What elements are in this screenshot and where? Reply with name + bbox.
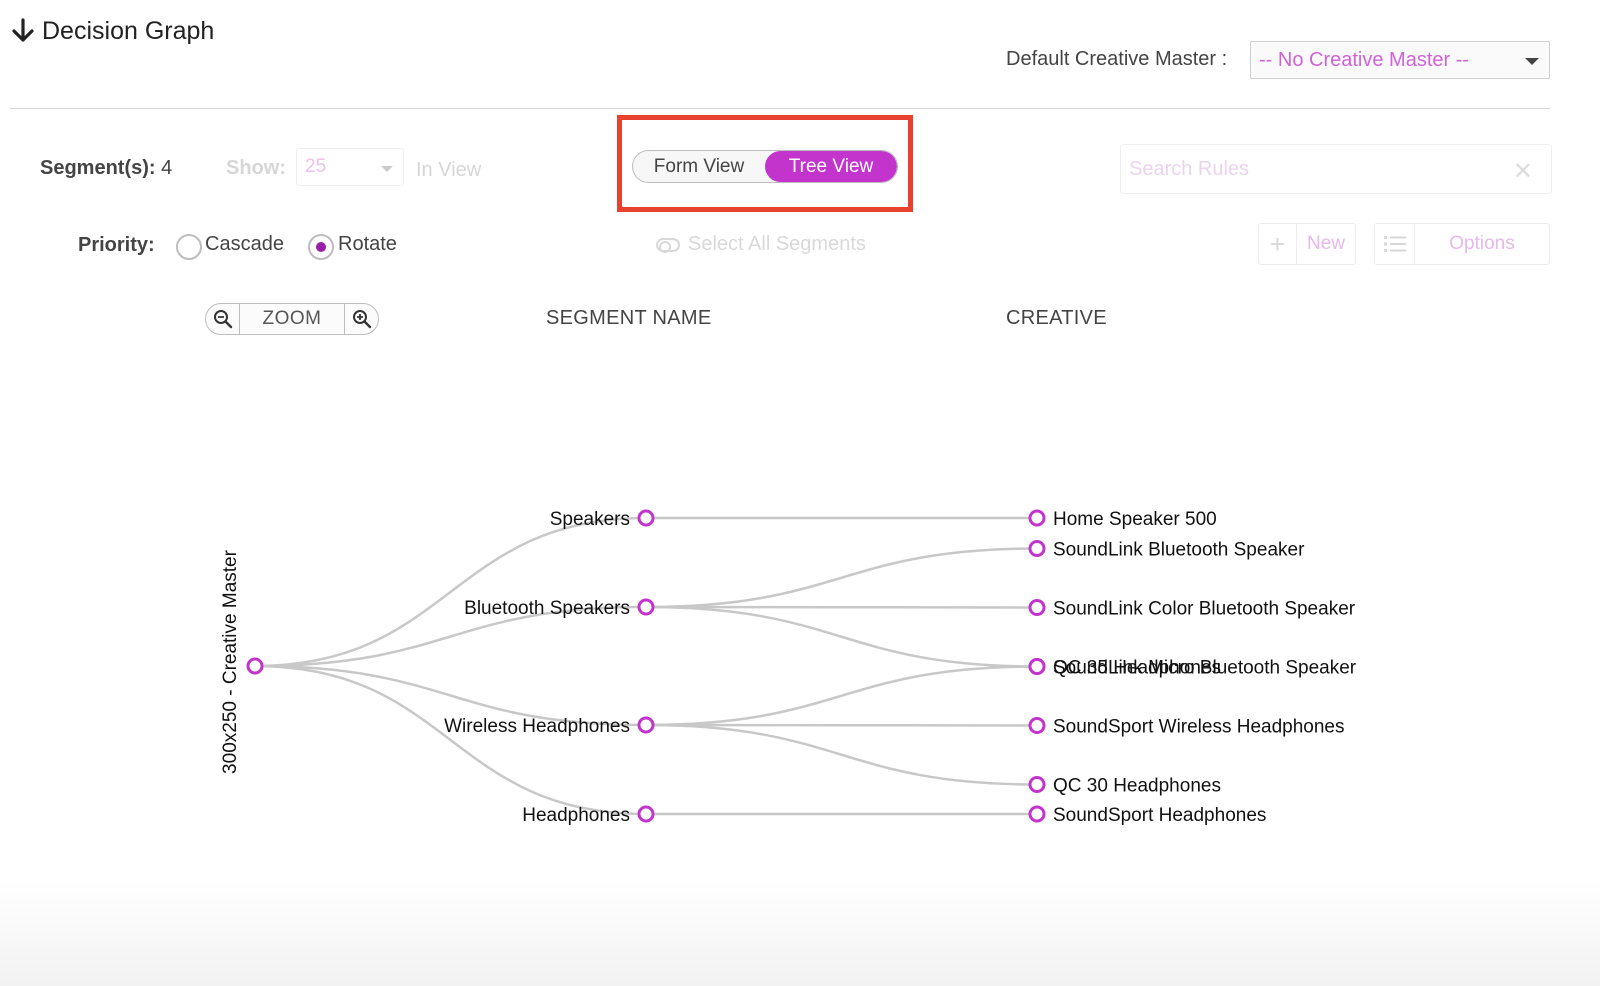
show-count-select[interactable]: 25 [296, 148, 404, 186]
rotate-radio[interactable] [308, 234, 334, 260]
toggle-icon [656, 237, 680, 253]
page-title-text: Decision Graph [42, 16, 215, 45]
select-all-segments-toggle[interactable]: Select All Segments [656, 233, 866, 256]
creative-label[interactable]: SoundSport Wireless Headphones [1053, 717, 1345, 738]
creative-label[interactable]: SoundSport Headphones [1053, 805, 1266, 826]
plus-icon: + [1259, 224, 1297, 264]
header-divider [10, 108, 1550, 109]
form-view-button[interactable]: Form View [653, 155, 745, 177]
tree-link [254, 605, 647, 668]
tree-link [645, 605, 1038, 668]
show-label: Show: [226, 157, 286, 179]
search-rules-placeholder: Search Rules [1129, 157, 1250, 180]
root-label: 300x250 - Creative Master [220, 549, 241, 774]
creative-label[interactable]: SoundLink Micro Bluetooth Speaker [1053, 658, 1357, 679]
creative-node[interactable] [1028, 658, 1046, 675]
creative-label[interactable]: SoundLink Color Bluetooth Speaker [1053, 599, 1356, 620]
page-title[interactable]: Decision Graph [10, 14, 214, 48]
chevron-down-icon [381, 166, 393, 172]
chevron-down-icon [1525, 58, 1539, 65]
options-button[interactable]: Options [1374, 223, 1550, 265]
segment-node[interactable] [637, 509, 655, 527]
creative-label[interactable]: QC 30 Headphones [1053, 776, 1221, 797]
creative-node[interactable] [1028, 599, 1046, 616]
options-button-label: Options [1449, 233, 1515, 254]
tree-link [645, 605, 1038, 609]
segment-count-label: Segment(s): [40, 157, 156, 179]
bottom-fade [0, 880, 1600, 986]
cascade-radio[interactable] [176, 234, 202, 260]
zoom-in-icon[interactable] [344, 304, 378, 334]
segment-label[interactable]: Wireless Headphones [444, 716, 630, 737]
tree-link [645, 547, 1038, 609]
zoom-label: ZOOM [262, 308, 322, 329]
show-count-value: 25 [305, 156, 327, 177]
tree-link [254, 664, 647, 727]
creative-label[interactable]: SoundLink Bluetooth Speaker [1053, 540, 1305, 561]
creative-label[interactable]: QC 35 Headphones [1053, 658, 1221, 679]
new-button[interactable]: + New [1258, 223, 1356, 265]
priority-label: Priority: [78, 234, 155, 256]
creative-node[interactable] [1028, 540, 1046, 557]
default-creative-master-label: Default Creative Master : [1006, 48, 1228, 70]
tree-links [254, 516, 1038, 816]
segment-label[interactable]: Headphones [522, 805, 630, 826]
segment-node[interactable] [637, 805, 655, 823]
in-view-label: In View [416, 159, 482, 181]
segment-node[interactable] [637, 598, 655, 616]
creative-node[interactable] [1028, 776, 1046, 793]
creative-label[interactable]: Home Speaker 500 [1053, 509, 1217, 530]
segment-label[interactable]: Bluetooth Speakers [464, 598, 630, 619]
list-icon [1375, 224, 1415, 264]
segment-count: Segment(s): 4 [40, 157, 172, 180]
zoom-out-icon[interactable] [206, 304, 240, 334]
zoom-control: ZOOM [205, 303, 379, 335]
tree-link [645, 723, 1038, 786]
creative-node[interactable] [1028, 717, 1046, 734]
tree-link [645, 723, 1038, 727]
view-toggle[interactable]: Form View Tree View [632, 150, 898, 183]
tree-link [254, 664, 647, 816]
tree-link [254, 516, 647, 668]
creative-node[interactable] [1028, 509, 1046, 527]
search-rules-input[interactable]: Search Rules ✕ [1120, 144, 1552, 194]
new-button-label: New [1306, 233, 1345, 254]
segment-count-value: 4 [161, 157, 173, 179]
default-creative-master-select[interactable]: -- No Creative Master -- [1250, 41, 1550, 79]
default-creative-master-value: -- No Creative Master -- [1259, 48, 1470, 71]
segment-node[interactable] [637, 716, 655, 734]
cascade-radio-label[interactable]: Cascade [205, 233, 284, 255]
tree-link [645, 665, 1038, 727]
arrow-down-icon [12, 18, 34, 42]
segment-label[interactable]: Speakers [550, 509, 630, 530]
close-icon[interactable]: ✕ [1512, 158, 1533, 185]
segment-name-column-header: SEGMENT NAME [546, 307, 712, 329]
root-node[interactable] [246, 657, 264, 675]
creative-node[interactable] [1028, 805, 1046, 823]
tree-view-button[interactable]: Tree View [765, 151, 897, 182]
rotate-radio-label[interactable]: Rotate [338, 233, 397, 255]
highlight-annotation-box [617, 115, 913, 212]
creative-column-header: CREATIVE [1006, 307, 1107, 329]
select-all-segments-label: Select All Segments [688, 233, 866, 255]
